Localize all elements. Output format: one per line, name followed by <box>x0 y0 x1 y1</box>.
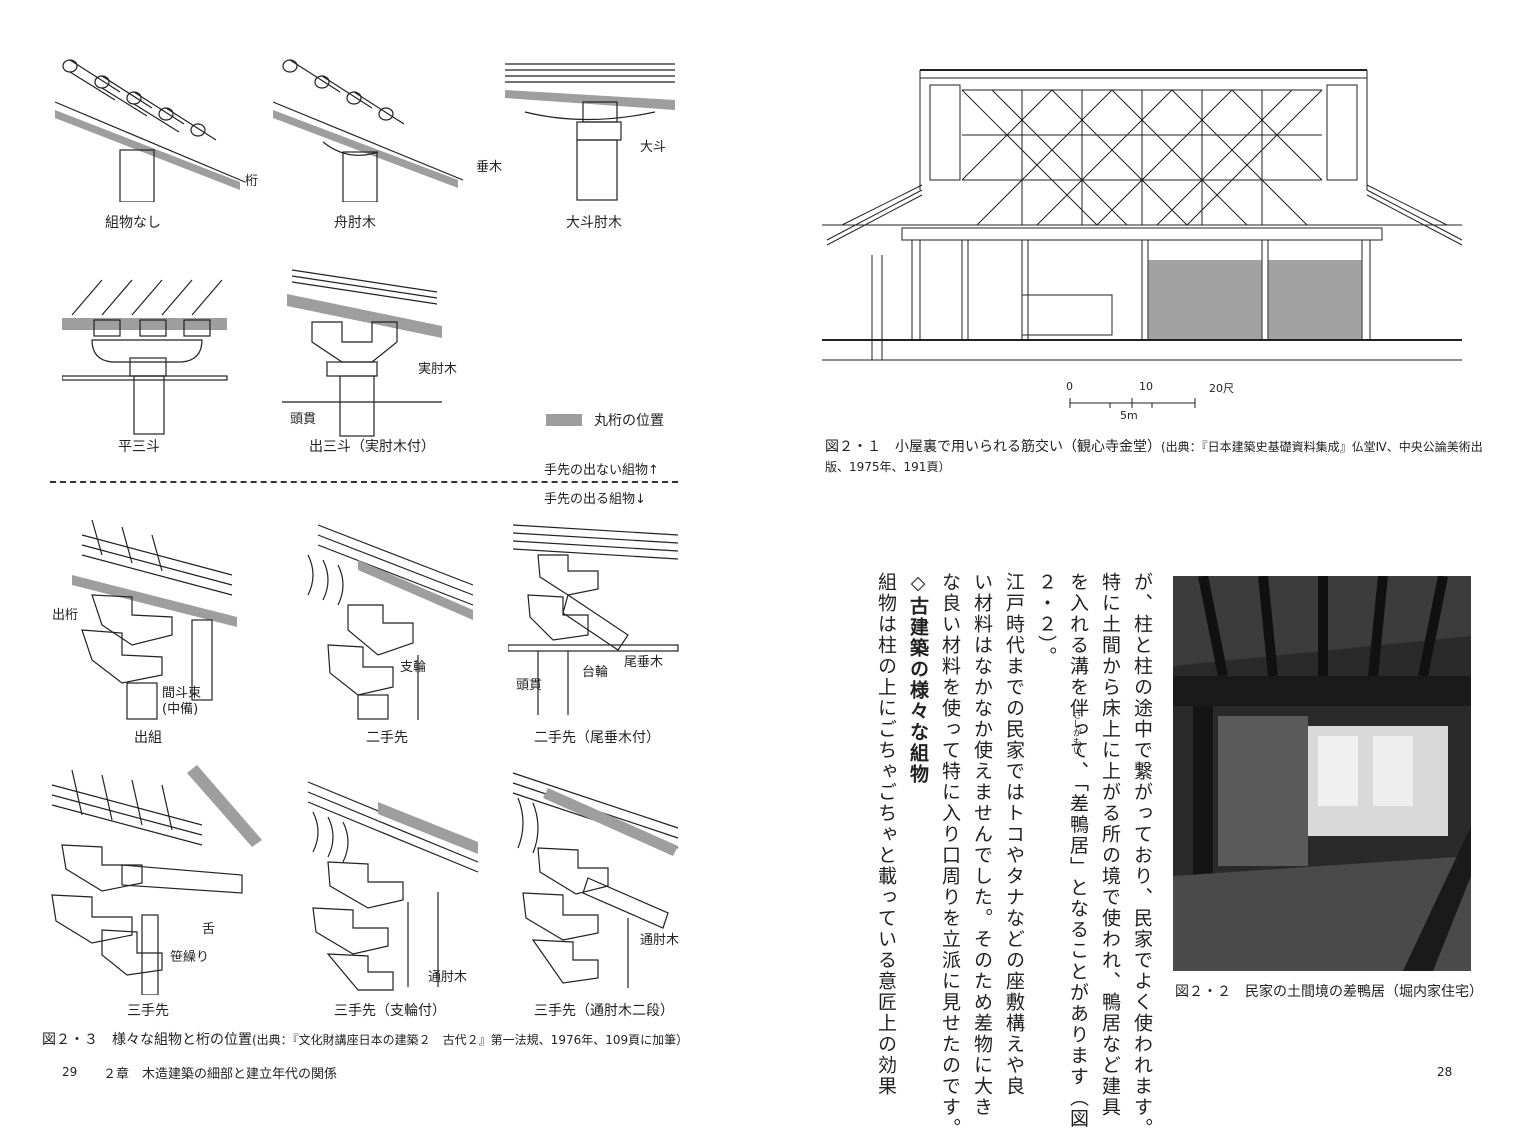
caption-p5: 出三斗（実肘木付） <box>309 439 435 455</box>
body-column-7: な良い材料を使って特に入り口周りを立派に見せたのです。 <box>939 572 961 1139</box>
drawing-funahijiki <box>272 59 464 202</box>
label-dekata: 出桁 <box>52 608 79 623</box>
figure-2-2-caption: 図２・２ 民家の土間境の差鴨居（堀内家住宅） <box>1175 984 1483 1000</box>
scale-meter: 5m <box>1120 409 1138 422</box>
scale-tick-20: 20尺 <box>1209 382 1234 395</box>
body-column-2: 特に土間から床上に上がる所の境で使われ、鴨居など建具 <box>1099 572 1121 1118</box>
caption-p4: 平三斗 <box>118 439 160 455</box>
label-hinuki: 頭貫 <box>290 412 317 427</box>
scale-tick-0: 0 <box>1066 380 1073 393</box>
dashed-divider <box>50 481 678 483</box>
body-text: が、柱と柱の途中で繋がっており、民家でよく使われます。 特に土間から床上に上がる… <box>870 572 1158 1139</box>
drawing-demitsudo <box>282 269 442 437</box>
caption-p10: 三手先（支輪付） <box>334 1003 446 1019</box>
drawing-mitesaki-shirin <box>307 781 479 991</box>
label-torihijiki-2: 通肘木 <box>640 933 680 948</box>
caption-p11: 三手先（通肘木二段） <box>534 1003 674 1019</box>
legend-label: 丸桁の位置 <box>594 413 664 429</box>
drawing-mitesaki-torihijiki <box>512 772 679 988</box>
section-drawing-kanshinji <box>822 69 1463 361</box>
label-sasaguri: 笹繰り <box>170 950 210 965</box>
drawing-mitesaki <box>51 765 262 995</box>
body-column-3: を入れる溝を伴って、「差鴨居」となることがあります（図 <box>1067 572 1089 1130</box>
page-number-right: 28 <box>1437 1065 1453 1079</box>
caption-p1: 組物なし <box>105 215 161 231</box>
drawing-futatesaki <box>307 524 474 720</box>
label-sanehijiki: 実肘木 <box>418 362 458 377</box>
caption-p3: 大斗肘木 <box>566 215 622 231</box>
drawing-no-kumimono <box>54 59 246 202</box>
legend-swatch <box>546 414 582 426</box>
label-odaruki: 尾垂木 <box>624 655 664 670</box>
label-torihijiki-1: 通肘木 <box>428 970 468 985</box>
figure-2-3-source: (出典：『文化財講座日本の建築２ 古代２』第一法規、1976年、109頁に加筆） <box>252 1033 689 1047</box>
label-shita: 舌 <box>202 922 216 937</box>
body-column-1: が、柱と柱の途中で繋がっており、民家でよく使われます。 <box>1131 572 1153 1139</box>
body-column-5: 江戸時代までの民家ではトコやタナなどの座敷構えや良 <box>1003 572 1025 1097</box>
page-number-left: 29 <box>62 1065 78 1079</box>
section-heading: ◇古建築の様々な組物 <box>907 572 929 785</box>
label-hinuki-2: 頭貫 <box>516 678 543 693</box>
label-shirin: 支輪 <box>400 660 427 675</box>
scale-bar <box>1069 398 1196 408</box>
label-daiwa: 台輪 <box>582 665 609 680</box>
divider-upper-label: 手先の出ない組物↑ <box>544 463 659 478</box>
label-mazuka: 間斗束 <box>162 686 202 701</box>
caption-p7: 二手先 <box>366 730 408 746</box>
body-column-4: ２・２）。 <box>1035 572 1057 668</box>
body-column-6: い材料はなかなか使えませんでした。そのため差物に大き <box>971 572 993 1118</box>
scale-tick-10: 10 <box>1139 380 1153 393</box>
label-taruki: 垂木 <box>476 160 503 175</box>
label-keta: 桁 <box>245 174 259 189</box>
figure-2-1-label: 図２・１ 小屋裏で用いられる筋交い（観心寺金堂） <box>825 439 1161 455</box>
label-daito: 大斗 <box>640 140 667 155</box>
ruby-sashigamoi: さしがもい <box>1071 710 1081 755</box>
figure-2-1-source-2: 版、1975年、191頁） <box>825 460 951 474</box>
drawing-futatesaki-odaruki <box>508 524 679 715</box>
body-column-9: 組物は柱の上にごちゃごちゃと載っている意匠上の効果 <box>875 572 897 1097</box>
photo-sashigamoi <box>1173 576 1471 971</box>
caption-p2: 舟肘木 <box>334 215 376 231</box>
figure-2-1-caption: 図２・１ 小屋裏で用いられる筋交い（観心寺金堂）(出典：『日本建築史基礎資料集成… <box>825 436 1483 458</box>
caption-p9: 三手先 <box>127 1003 169 1019</box>
figure-2-3-label: 図２・３ 様々な組物と桁の位置 <box>42 1032 252 1048</box>
drawing-daitohijiki <box>505 63 675 201</box>
caption-p6: 出組 <box>134 730 162 746</box>
figure-2-1-source-1: (出典：『日本建築史基礎資料集成』仏堂Ⅳ、中央公論美術出 <box>1161 440 1483 454</box>
running-head: ２章 木造建築の細部と建立年代の関係 <box>103 1067 338 1082</box>
label-mazuka-sub: (中備) <box>162 702 199 717</box>
figure-2-3-caption: 図２・３ 様々な組物と桁の位置(出典：『文化財講座日本の建築２ 古代２』第一法規… <box>42 1029 688 1049</box>
caption-p8: 二手先（尾垂木付） <box>534 730 660 746</box>
drawing-hirami-tsu <box>62 279 228 435</box>
drawing-degumi <box>72 519 237 720</box>
divider-lower-label: 手先の出る組物↓ <box>544 492 646 507</box>
